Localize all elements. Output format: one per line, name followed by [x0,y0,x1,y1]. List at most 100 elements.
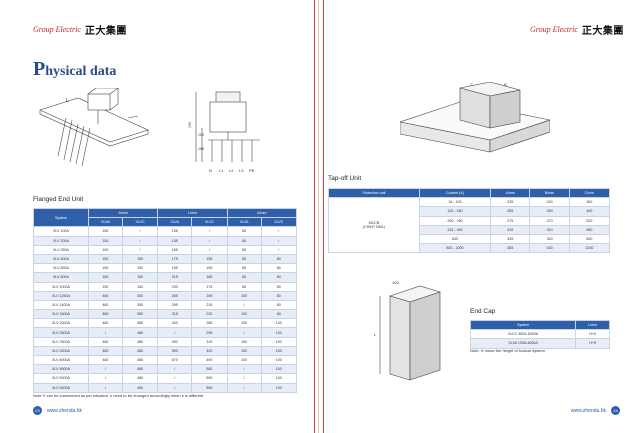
value-cell: 480 [88,345,123,357]
value-cell: / [191,244,228,255]
value-cell: 100 [226,354,262,366]
value-cell: 265 [157,290,193,301]
sub-col: XLVA [88,217,123,228]
dim-100: 100 [392,280,399,285]
value-cell: 175 [191,281,228,292]
value-cell: 100 [260,345,297,357]
value-cell: 150 [88,263,123,274]
system-cell: XLV 400A [33,253,89,265]
dim-103: 103 [198,133,204,137]
label-l1: L1 [219,168,224,173]
label-n: N [209,168,212,173]
value-cell: 80 [260,263,297,274]
value-cell: 80 [226,272,262,283]
end-cap-note: Note: H mean the height of busbar system [470,348,545,353]
tapoff-col: Protection unit [328,187,420,199]
value-cell: 480 [88,299,123,311]
dim-l: L [66,98,69,104]
col-group-a2: A/mm [226,207,298,219]
value-cell: 480 [121,345,159,357]
value-cell: / [121,226,159,237]
value-cell: 80 [226,263,262,274]
value-cell: 490 [191,354,228,366]
value-cell: / [226,382,262,393]
value-cell: 150 [88,235,123,246]
value-cell: 195 [157,263,193,274]
right-page-red-rule [323,0,324,433]
value-cell: 125 - 160 [418,206,492,217]
page-number: 23 [33,406,42,415]
value-cell: 80 [260,272,297,283]
value-cell: 350 [121,299,159,311]
value-cell: H+5 [575,338,610,349]
value-cell: / [191,235,228,246]
value-cell: 100 [226,318,262,329]
value-cell: 100 [260,382,297,393]
right-page: Group Electric 正大集團 C B Tap-off Unit Pro… [320,0,638,433]
value-cell: 350 [121,290,159,301]
value-cell: 270 [529,215,570,226]
value-cell: / [226,364,262,375]
value-cell: 480 [88,309,123,320]
brand-name: 正大集團 [581,26,624,37]
left-footer: 23 www.zhenda.hk [33,406,82,415]
value-cell: 165 [191,272,228,283]
value-cell: 150 [88,272,123,283]
system-cell: XLV 100A [33,226,89,237]
label-l3: L3 [239,168,244,173]
value-cell: 175 [157,253,193,265]
value-cell: 150 [88,244,123,255]
dim-c: C [470,82,473,87]
page-number: 24 [611,406,620,415]
value-cell: 1200 [568,243,611,254]
system-cell: XLV 1600A [33,309,89,320]
value-cell: 520 [568,215,611,226]
value-cell: 315 - 400 [418,224,492,235]
tap-off-unit-heading: Tap-off Unit [328,175,362,182]
value-cell: 250 [529,206,570,217]
value-cell: 315 [157,309,193,320]
value-cell: / [260,235,297,246]
flanged-end-unit-heading: Flanged End Unit [33,196,84,203]
brand-mark: Group Electric [33,24,81,34]
value-cell: 630 [418,233,492,245]
system-cell: XLV 5000A [33,373,89,384]
value-cell: 150 [121,253,159,265]
value-cell: 480 [121,318,159,329]
brand-mark: Group Electric [530,24,578,34]
system-cell: XLV 200A [33,235,89,246]
system-cell: XLV 4500A [33,364,89,375]
value-cell: / [88,373,123,384]
value-cell: 400 [568,206,611,217]
value-cell: 315 [490,224,531,235]
value-cell: 275 [490,215,531,226]
footer-url: www.zhenda.hk [570,407,606,414]
value-cell: / [226,373,262,384]
tap-off-table: Protection unit Current (A) A/mm B/mm C/… [328,187,611,254]
value-cell: 150 [121,272,159,283]
value-cell: / [260,226,297,237]
table-row: XLV 2500A/480/295/100 [33,327,297,338]
value-cell: 16 - 100 [418,197,492,208]
value-cell: 420 [191,345,228,357]
table-row: XLV 5000A/480/590/100 [33,373,297,384]
flanged-end-iso-drawing: L [39,88,149,167]
value-cell: 295 [191,327,228,338]
tapoff-col: A/mm [490,187,531,199]
value-cell: 480 [88,336,123,347]
left-page-red-rule [314,0,315,433]
value-cell: / [226,299,262,311]
dim-l: L [374,332,377,337]
end-cap-heading: End Cap [470,308,496,315]
